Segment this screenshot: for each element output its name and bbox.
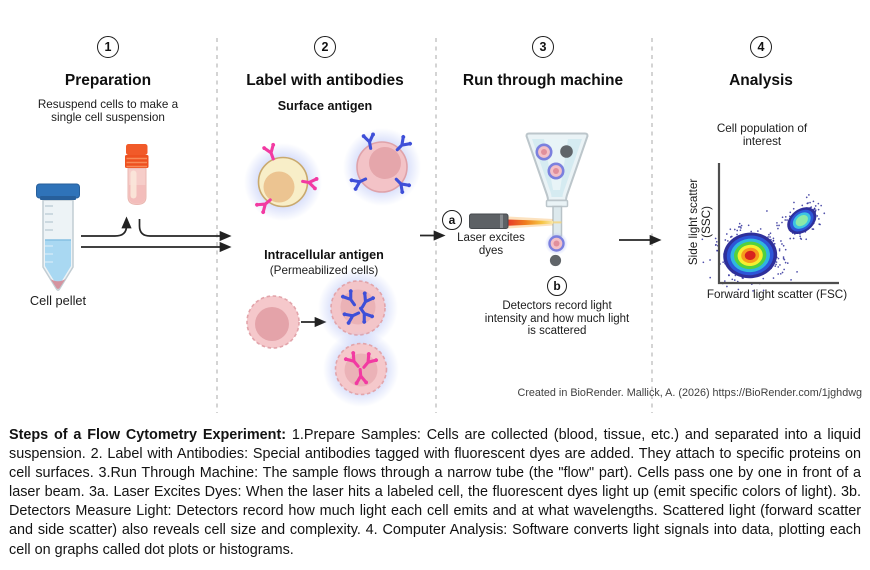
step-2-badge: 2 [314, 36, 336, 58]
step-4-title: Analysis [729, 72, 793, 89]
permeabilized-cells-subheading: (Permeabilized cells) [269, 264, 379, 277]
step-4-badge: 4 [750, 36, 772, 58]
step-3-badge: 3 [532, 36, 554, 58]
step-1-title: Preparation [64, 72, 152, 89]
step-1-caption: Resuspend cells to make a single cell su… [37, 98, 179, 124]
density-clusters [701, 194, 826, 292]
labeled-cells-in-funnel [535, 143, 573, 180]
description-paragraph: Steps of a Flow Cytometry Experiment: 1.… [9, 426, 861, 560]
step-3-title: Run through machine [462, 72, 624, 89]
cell-population-caption: Cell population of interest [716, 122, 808, 148]
resuspension-flow-arrows [81, 216, 232, 253]
step-2-title: Label with antibodies [246, 72, 404, 89]
diagram-artwork [36, 38, 839, 413]
marker-b-badge: b [547, 276, 567, 296]
x-axis-label: Forward light scatter (FSC) [706, 288, 848, 301]
microtube-icon [125, 144, 149, 206]
low-FSC-low-SSC-population [701, 210, 798, 292]
column-separators [216, 38, 653, 413]
laser-icon [469, 213, 562, 229]
flow-cell-funnel-icon [525, 132, 589, 237]
description-body: 1.Prepare Samples: Cells are collected (… [9, 427, 861, 558]
scatter-plot [701, 163, 839, 292]
intracellular-antigen-cells [246, 268, 399, 407]
marker-a-badge: a [442, 210, 462, 230]
description-lead: Steps of a Flow Cytometry Experiment: [9, 427, 287, 443]
high-FSC-high-SSC-population [776, 194, 826, 241]
laser-beam [508, 219, 553, 226]
laser-excites-dyes-caption: Laser excites dyes [457, 232, 525, 257]
conical-tube-icon [36, 183, 80, 291]
step-1-badge: 1 [97, 36, 119, 58]
biorender-credit: Created in BioRender. Mallick, A. (2026)… [517, 387, 862, 399]
cell-pellet-label: Cell pellet [29, 293, 87, 308]
cells-exiting-tube [545, 232, 568, 267]
detectors-caption: Detectors record light intensity and how… [484, 300, 630, 337]
step-connector-arrows [420, 230, 662, 246]
plot-axes [717, 163, 839, 285]
intracellular-antigen-heading: Intracellular antigen [264, 248, 384, 262]
surface-antigen-cells [244, 128, 421, 221]
y-axis-label: Side light scatter (SSC) [687, 178, 713, 266]
surface-antigen-heading: Surface antigen [277, 99, 373, 113]
